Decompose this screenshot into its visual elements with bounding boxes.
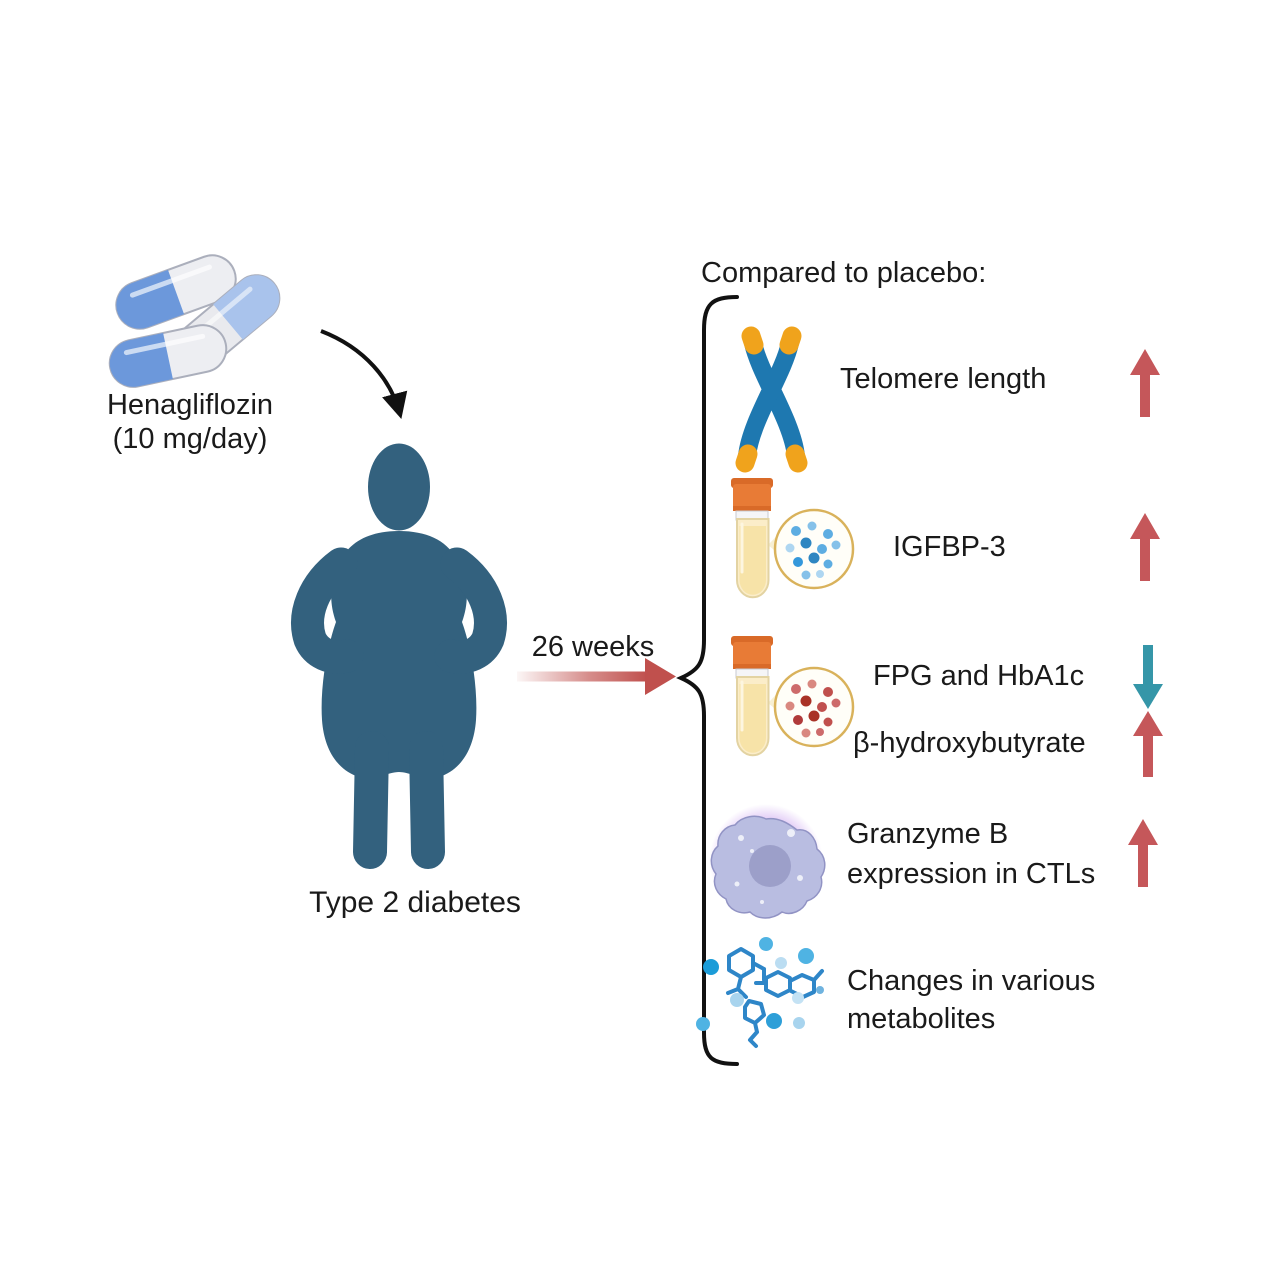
cytotoxic-t-cell-icon [709, 804, 826, 919]
blood-tube-red-sample-icon [731, 636, 855, 757]
row-label-metabolites: Changes in various metabolites [847, 962, 1095, 1038]
person-icon [291, 443, 507, 869]
chromosome-icon [735, 326, 808, 473]
metabolites-icon [696, 937, 824, 1048]
metabolites-line1: Changes in various [847, 965, 1096, 997]
metabolites-line2: metabolites [847, 1003, 996, 1035]
up-arrow-icon-igfbp3 [1130, 513, 1160, 581]
granzyme-line1: Granzyme B [847, 818, 1009, 850]
patient-label: Type 2 diabetes [309, 886, 521, 919]
drug-label: Henagliflozin (10 mg/day) [65, 388, 315, 456]
row-label-granzyme: Granzyme B expression in CTLs [847, 814, 1095, 894]
duration-label: 26 weeks [531, 631, 655, 663]
row-label-fpg-hba1c: FPG and HbA1c [873, 660, 1085, 692]
granzyme-line2: expression in CTLs [847, 858, 1096, 890]
down-arrow-icon-fpg [1133, 645, 1163, 709]
drug-name: Henagliflozin [106, 389, 274, 421]
up-arrow-icon-telomere [1130, 349, 1160, 417]
drug-dose: (10 mg/day) [112, 423, 268, 455]
up-arrow-icon-granzyme [1128, 819, 1158, 887]
comparison-heading: Compared to placebo: [701, 257, 987, 289]
up-arrow-icon-bhb [1133, 711, 1163, 777]
row-label-telomere: Telomere length [840, 363, 1047, 395]
curly-brace [676, 295, 739, 1066]
flow-arrow-icon [517, 658, 676, 695]
curved-arrow-icon [320, 329, 408, 420]
blood-tube-blue-sample-icon [731, 478, 855, 599]
capsules-icon [108, 254, 281, 388]
row-label-igfbp3: IGFBP-3 [893, 531, 1006, 563]
row-label-bhb: β-hydroxybutyrate [853, 727, 1086, 759]
